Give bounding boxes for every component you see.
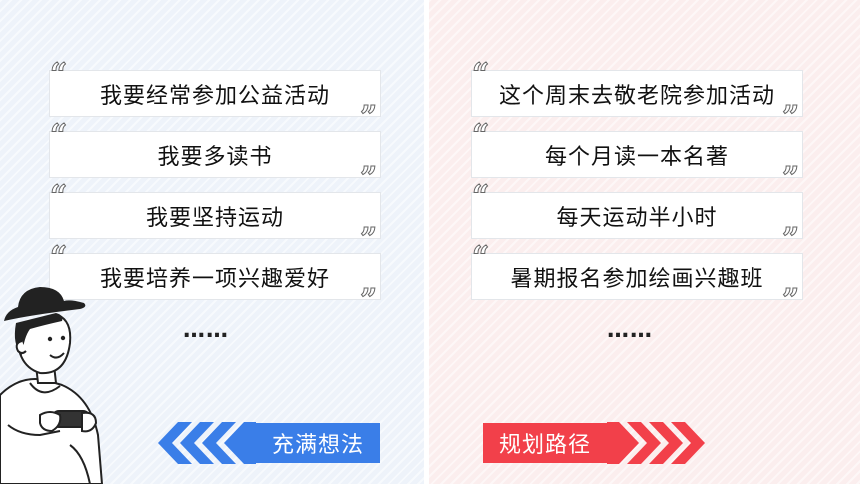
idea-card: 我要经常参加公益活动: [49, 70, 381, 117]
plan-card: 每个月读一本名著: [471, 131, 803, 178]
plan-card: 这个周末去敬老院参加活动: [471, 70, 803, 117]
idea-card-text: 我要培养一项兴趣爱好: [99, 266, 330, 292]
left-ellipsis: ……: [183, 318, 229, 343]
close-quote-icon: ”: [359, 100, 378, 135]
idea-card-text: 我要坚持运动: [145, 205, 284, 231]
plan-card-text: 这个周末去敬老院参加活动: [498, 83, 775, 109]
idea-card-text: 我要多读书: [157, 144, 273, 170]
close-quote-icon: ”: [359, 283, 378, 318]
close-quote-icon: ”: [359, 222, 378, 257]
right-ellipsis: ……: [607, 318, 653, 343]
close-quote-icon: ”: [781, 222, 800, 257]
plan-card: 每天运动半小时: [471, 192, 803, 239]
chevrons-left-icon: [158, 422, 256, 464]
character-illustration: [0, 287, 104, 484]
open-quote-icon: “: [471, 57, 490, 92]
idea-card: 我要培养一项兴趣爱好: [49, 253, 381, 300]
open-quote-icon: “: [471, 240, 490, 275]
open-quote-icon: “: [49, 57, 68, 92]
chevrons-right-icon: [607, 422, 705, 464]
open-quote-icon: “: [471, 179, 490, 214]
plan-card-text: 每个月读一本名著: [544, 144, 729, 170]
panel-divider: [424, 0, 429, 484]
plan-card: 暑期报名参加绘画兴趣班: [471, 253, 803, 300]
close-quote-icon: ”: [359, 161, 378, 196]
idea-card-text: 我要经常参加公益活动: [99, 83, 330, 109]
idea-card: 我要坚持运动: [49, 192, 381, 239]
plan-card-text: 每天运动半小时: [556, 205, 718, 231]
plan-badge: 规划路径: [483, 423, 607, 463]
idea-card: 我要多读书: [49, 131, 381, 178]
plan-card-text: 暑期报名参加绘画兴趣班: [510, 266, 764, 292]
ideas-badge: 充满想法: [256, 423, 380, 463]
close-quote-icon: ”: [781, 100, 800, 135]
plan-badge-label: 规划路径: [498, 433, 591, 458]
open-quote-icon: “: [49, 240, 68, 275]
open-quote-icon: “: [49, 118, 68, 153]
open-quote-icon: “: [471, 118, 490, 153]
open-quote-icon: “: [49, 179, 68, 214]
close-quote-icon: ”: [781, 161, 800, 196]
ideas-badge-label: 充满想法: [271, 433, 364, 458]
close-quote-icon: ”: [781, 283, 800, 318]
